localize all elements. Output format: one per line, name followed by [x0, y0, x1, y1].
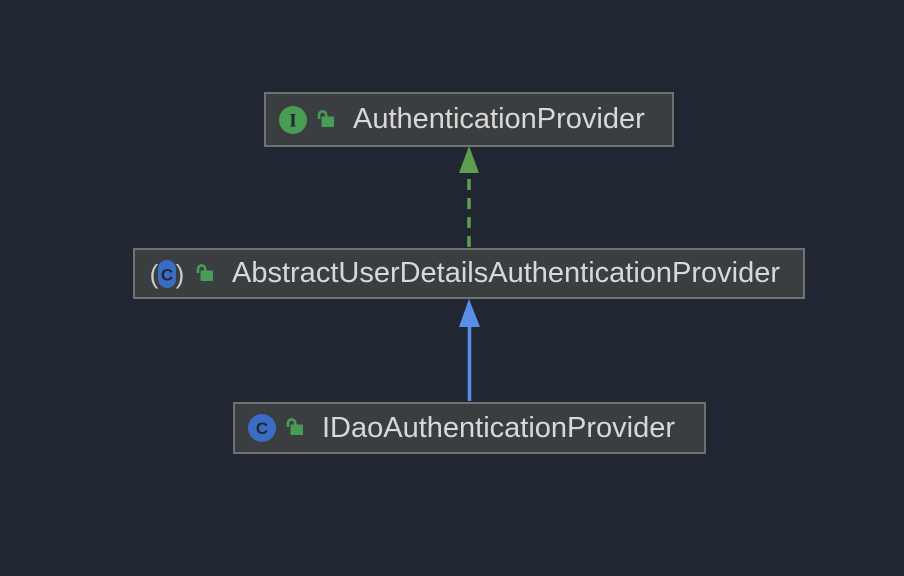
svg-text:(: (: [150, 259, 159, 289]
svg-text:C: C: [256, 419, 268, 438]
extends-arrowhead-icon: [459, 299, 480, 327]
interface-icon: I: [278, 105, 308, 135]
implements-arrowhead-icon: [459, 146, 479, 173]
svg-text:C: C: [161, 265, 173, 284]
node-label: AuthenticationProvider: [353, 103, 645, 135]
extends-edge[interactable]: [459, 299, 480, 401]
implements-edge[interactable]: [459, 146, 479, 247]
unlocked-icon: [314, 107, 336, 129]
node-label: AbstractUserDetailsAuthenticationProvide…: [232, 257, 781, 289]
diagram-node-idao-authentication-provider[interactable]: C IDaoAuthenticationProvider: [233, 402, 706, 454]
diagram-node-authentication-provider[interactable]: I AuthenticationProvider: [264, 92, 674, 147]
abstract-class-icon: ( C ): [147, 258, 187, 290]
svg-text:): ): [176, 259, 185, 289]
svg-text:I: I: [289, 110, 296, 131]
class-icon: C: [247, 413, 277, 443]
node-label: IDaoAuthenticationProvider: [322, 411, 676, 444]
unlocked-icon: [193, 261, 215, 283]
diagram-node-abstract-user-details-authentication-provider[interactable]: ( C ) AbstractUserDetailsAuthenticationP…: [133, 248, 805, 299]
unlocked-icon: [283, 415, 305, 437]
